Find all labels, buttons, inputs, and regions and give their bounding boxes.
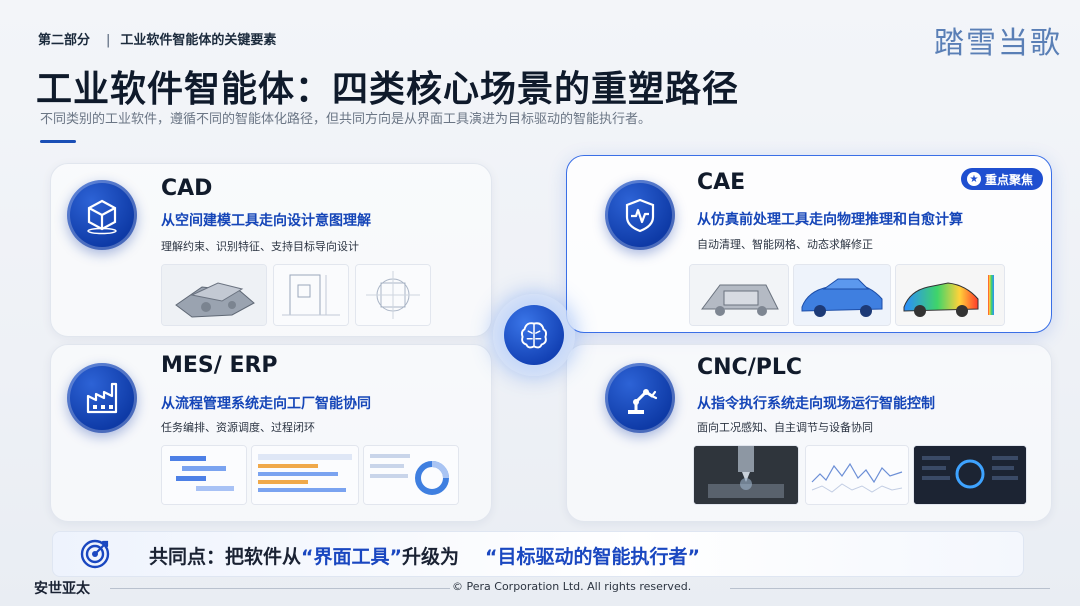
card-title: MES/ ERP xyxy=(161,353,278,378)
footer-logo: 安世亚太 xyxy=(34,581,90,597)
signal-chart-thumbnail xyxy=(805,445,909,505)
page-subtitle: 不同类别的工业软件，遵循不同的智能体化路径，但共同方向是从界面工具演进为目标驱动… xyxy=(40,112,652,127)
control-panel-thumbnail xyxy=(913,445,1027,505)
cae-part-thumbnail xyxy=(689,264,789,326)
summary-text-1: 把软件从 xyxy=(225,546,302,568)
badge-label: 重点聚焦 xyxy=(984,172,1033,187)
center-hub xyxy=(493,294,575,376)
waveform-shield-icon xyxy=(605,180,675,250)
card-headline: 从空间建模工具走向设计意图理解 xyxy=(161,213,371,229)
brain-circuit-icon xyxy=(504,305,564,365)
star-icon: ★ xyxy=(966,172,981,186)
summary-text: 共同点：把软件从“界面工具”升级为 “目标驱动的智能执行者” xyxy=(149,542,700,569)
card-caption: 面向工况感知、自主调节与设备协同 xyxy=(697,421,873,434)
page-title: 工业软件智能体：四类核心场景的重塑路径 xyxy=(36,69,740,110)
section-label: 第二部分 xyxy=(38,33,91,48)
summary-quote-2: “目标驱动的智能执行者” xyxy=(485,546,701,568)
card-headline: 从仿真前处理工具走向物理推理和自愈计算 xyxy=(697,212,963,228)
card-caption: 自动清理、智能网格、动态求解修正 xyxy=(697,238,873,251)
schedule-table-thumbnail xyxy=(251,445,359,505)
footer-divider-right xyxy=(730,588,1050,589)
card-cnc-plc: CNC/PLC 从指令执行系统走向现场运行智能控制 面向工况感知、自主调节与设备… xyxy=(566,344,1052,522)
featured-badge: ★ 重点聚焦 xyxy=(960,168,1043,190)
card-cad: CAD 从空间建模工具走向设计意图理解 理解约束、识别特征、支持目标导向设计 xyxy=(50,163,492,337)
title-underline xyxy=(40,140,76,143)
section-tag: 第二部分 | 工业软件智能体的关键要素 xyxy=(38,29,276,48)
card-caption: 理解约束、识别特征、支持目标导向设计 xyxy=(161,240,359,253)
cad-drawing-thumbnail xyxy=(273,264,349,326)
card-headline: 从指令执行系统走向现场运行智能控制 xyxy=(697,396,935,412)
robot-arm-icon xyxy=(605,363,675,433)
card-title: CNC/PLC xyxy=(697,355,803,380)
donut-dashboard-thumbnail xyxy=(363,445,459,505)
section-divider: | xyxy=(106,33,111,48)
card-headline: 从流程管理系统走向工厂智能协同 xyxy=(161,396,371,412)
target-icon xyxy=(80,539,110,569)
footer-divider-left xyxy=(110,588,450,589)
card-title: CAD xyxy=(161,176,213,201)
section-sub-label: 工业软件智能体的关键要素 xyxy=(120,33,277,48)
summary-text-2: 升级为 xyxy=(402,546,460,568)
brand-logo: 踏雪当歌 xyxy=(934,26,1062,61)
footer-copyright: © Pera Corporation Ltd. All rights reser… xyxy=(452,580,692,593)
factory-icon xyxy=(67,363,137,433)
summary-bar: 共同点：把软件从“界面工具”升级为 “目标驱动的智能执行者” xyxy=(52,531,1024,577)
cube-icon xyxy=(67,180,137,250)
cae-heatmap-car-thumbnail xyxy=(895,264,1005,326)
cad-model-thumbnail xyxy=(161,264,267,326)
cnc-machining-thumbnail xyxy=(693,445,799,505)
cad-sketch-thumbnail xyxy=(355,264,431,326)
summary-quote-1: “界面工具” xyxy=(301,546,403,568)
card-cae: ★ 重点聚焦 CAE 从仿真前处理工具走向物理推理和自愈计算 自动清理、智能网格… xyxy=(566,155,1052,333)
gantt-dashboard-thumbnail xyxy=(161,445,247,505)
card-mes-erp: MES/ ERP 从流程管理系统走向工厂智能协同 任务编排、资源调度、过程闭环 xyxy=(50,344,492,522)
card-title: CAE xyxy=(697,170,746,195)
card-caption: 任务编排、资源调度、过程闭环 xyxy=(161,421,315,434)
summary-label: 共同点： xyxy=(149,546,226,568)
cae-mesh-car-thumbnail xyxy=(793,264,891,326)
